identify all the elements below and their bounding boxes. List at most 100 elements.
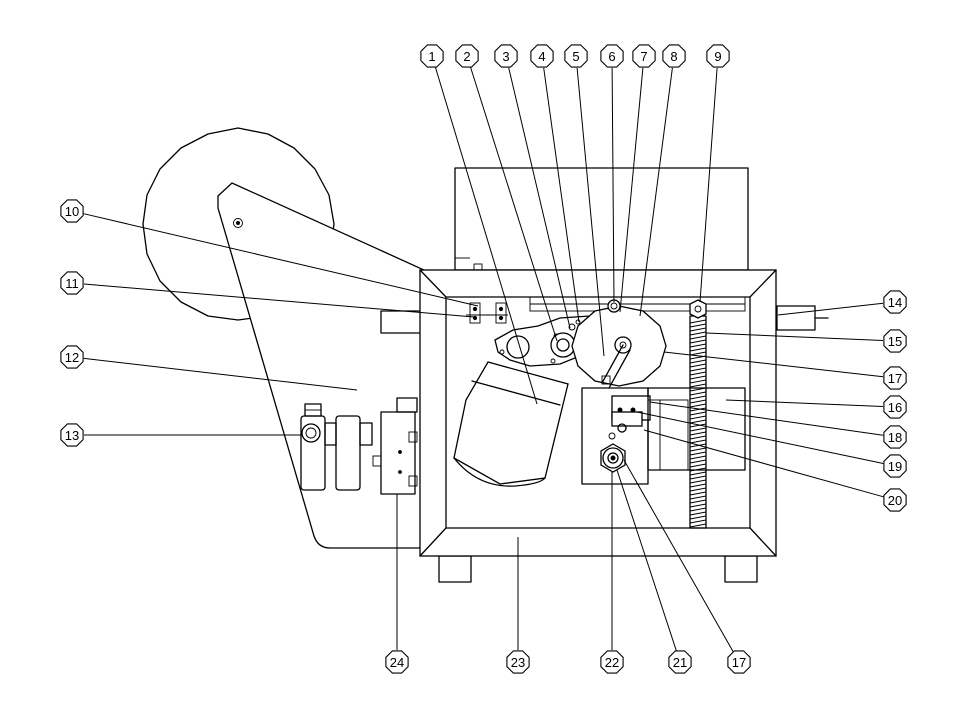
drive-wheel-hub-inner <box>619 341 627 349</box>
lead-screw-thread <box>689 375 707 380</box>
callout-label: 22 <box>605 655 619 670</box>
callout-badge <box>883 366 907 390</box>
lower-pulley-bolt-top <box>608 432 616 440</box>
leader-line-11 <box>83 283 475 318</box>
lead-screw-thread <box>689 327 707 332</box>
lead-screw-thread <box>689 323 707 328</box>
lead-screw-thread <box>689 439 707 444</box>
lead-screw-thread <box>689 467 707 472</box>
callout-badge <box>494 44 518 68</box>
callout-label: 17 <box>888 371 902 386</box>
leader-line-16 <box>725 399 884 407</box>
callout-22: 22 <box>600 650 624 674</box>
left-foot <box>438 555 472 583</box>
lower-pulley-center <box>610 455 616 461</box>
lead-screw-thread <box>689 335 707 340</box>
callout-badge <box>60 271 84 295</box>
callout-24: 24 <box>385 650 409 674</box>
drive-wheel-arm <box>601 344 624 384</box>
drive-wheel-top-bolt-in <box>610 302 618 310</box>
callout-label: 18 <box>888 430 902 445</box>
sensor-dot-c <box>472 315 478 321</box>
lead-screw-thread <box>689 499 707 504</box>
callout-badge <box>564 44 588 68</box>
leader-line-10 <box>83 213 479 307</box>
lead-screw-thread <box>689 427 707 432</box>
lead-screw-thread <box>689 379 707 384</box>
leader-line-8 <box>639 67 673 317</box>
callout-badge <box>727 650 751 674</box>
frame-bevel-br <box>749 527 777 557</box>
lead-screw-thread <box>689 451 707 456</box>
callout-badge <box>883 488 907 512</box>
lead-screw-thread <box>689 455 707 460</box>
guide-bolt-upper-2 <box>575 319 581 325</box>
motor-band <box>471 380 561 406</box>
lead-screw-thread <box>689 367 707 372</box>
leader-line-21 <box>616 469 677 651</box>
lead-screw-thread <box>689 495 707 500</box>
callout-label: 15 <box>888 334 902 349</box>
lead-screw-thread <box>689 519 707 524</box>
callout-label: 7 <box>640 49 647 64</box>
callout-1: 1 <box>420 44 444 68</box>
callout-8: 8 <box>662 44 686 68</box>
callout-badge <box>60 423 84 447</box>
lead-screw-thread <box>689 351 707 356</box>
leader-line-12 <box>83 357 358 391</box>
leader-line-1 <box>435 67 538 405</box>
callout-17: 17 <box>883 366 907 390</box>
arm-pivot-bolt <box>233 218 243 228</box>
drive-motor <box>453 361 569 485</box>
callout-badge <box>455 44 479 68</box>
valve-top-block <box>396 397 418 413</box>
bracket-roller-left <box>506 335 530 359</box>
lead-screw-thread <box>689 487 707 492</box>
callout-badge <box>600 44 624 68</box>
leader-line-18 <box>649 401 884 436</box>
label-roll-disc <box>142 127 335 321</box>
callout-16: 16 <box>883 395 907 419</box>
leader-line-3 <box>508 67 571 329</box>
filter-outlet <box>359 422 373 446</box>
leader-line-6 <box>611 67 615 303</box>
leader-line-9 <box>699 67 718 303</box>
frame-bevel-tl <box>419 269 447 298</box>
callout-badge <box>385 650 409 674</box>
frame-bevel-bl <box>419 527 447 557</box>
lead-screw-thread <box>689 447 707 452</box>
lead-screw-thread <box>689 423 707 428</box>
callout-badge <box>706 44 730 68</box>
lead-screw-thread <box>689 363 707 368</box>
swing-arm <box>217 182 425 549</box>
callout-4: 4 <box>530 44 554 68</box>
valve-dot-1 <box>398 450 402 454</box>
guide-roller-hub <box>556 338 570 352</box>
callout-10: 10 <box>60 199 84 223</box>
callout-badge <box>883 329 907 353</box>
lead-screw-thread <box>689 515 707 520</box>
callout-badge <box>883 425 907 449</box>
sensor-bracket-body <box>611 411 643 427</box>
callout-label: 14 <box>888 295 902 310</box>
callout-label: 11 <box>65 276 79 291</box>
callout-label: 20 <box>888 493 902 508</box>
callout-2: 2 <box>455 44 479 68</box>
lead-screw-thread <box>689 387 707 392</box>
callout-9: 9 <box>706 44 730 68</box>
lead-screw-thread <box>689 383 707 388</box>
lead-screw-thread <box>689 411 707 416</box>
lead-screw-thread <box>689 371 707 376</box>
drive-wheel-small-block <box>601 375 611 385</box>
lead-screw-thread <box>689 523 707 528</box>
guide-roller <box>550 332 576 358</box>
lead-screw-thread <box>689 463 707 468</box>
lead-screw-thread <box>689 391 707 396</box>
callout-20: 20 <box>883 488 907 512</box>
callout-label: 8 <box>670 49 677 64</box>
lead-screw-thread <box>689 435 707 440</box>
callout-badge <box>632 44 656 68</box>
motor-end-cap <box>453 457 546 487</box>
rear-housing <box>454 167 749 271</box>
